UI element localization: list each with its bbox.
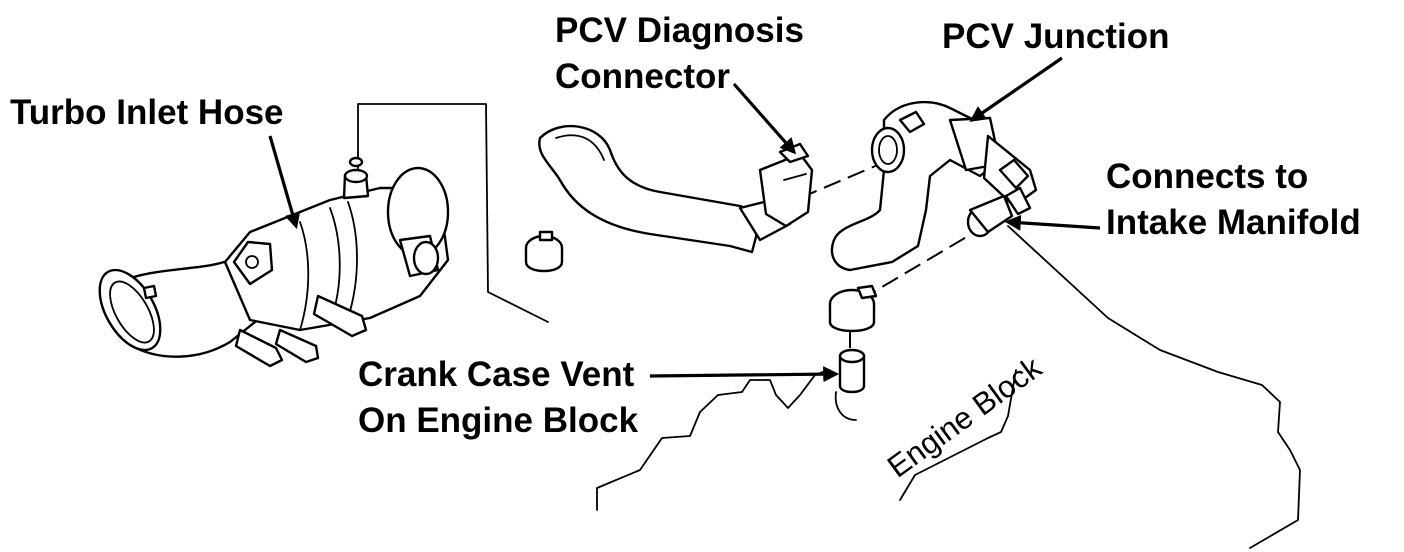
intake-manifold-pointer — [1004, 214, 1101, 231]
hose-clamp-lower — [828, 284, 878, 333]
pcv-diagnosis-line-1: PCV Diagnosis — [555, 11, 804, 50]
pcv-junction-part — [830, 101, 1038, 272]
pcv-diagnosis-connector-label: PCV Diagnosis Connector — [555, 8, 804, 100]
pcv-hose-part — [538, 124, 814, 254]
alignment-line-vent — [859, 231, 976, 301]
pcv-diagnosis-pointer — [732, 82, 797, 155]
engine-block-outline — [596, 225, 1301, 549]
alignment-line-junction — [799, 163, 881, 199]
crank-case-vent-part — [834, 348, 866, 421]
crank-case-vent-label: Crank Case Vent On Engine Block — [358, 352, 638, 444]
intake-manifold-line-1: Connects to — [1106, 157, 1309, 196]
crank-case-line-2: On Engine Block — [358, 401, 639, 440]
pcv-junction-label: PCV Junction — [942, 17, 1170, 56]
turbo-hose-pointer — [268, 135, 301, 230]
turbo-inlet-hose-label: Turbo Inlet Hose — [10, 93, 284, 132]
crank-case-pointer — [649, 366, 840, 383]
intake-manifold-line-2: Intake Manifold — [1106, 203, 1361, 242]
pcv-junction-pointer — [969, 56, 1063, 122]
crank-case-line-1: Crank Case Vent — [358, 355, 635, 394]
turbo-inlet-hose-part — [98, 156, 450, 368]
pcv-diagnosis-line-2: Connector — [555, 57, 730, 96]
hose-clamp-upper — [524, 230, 564, 273]
vacuum-line — [357, 103, 549, 323]
intake-manifold-label: Connects to Intake Manifold — [1106, 154, 1361, 246]
